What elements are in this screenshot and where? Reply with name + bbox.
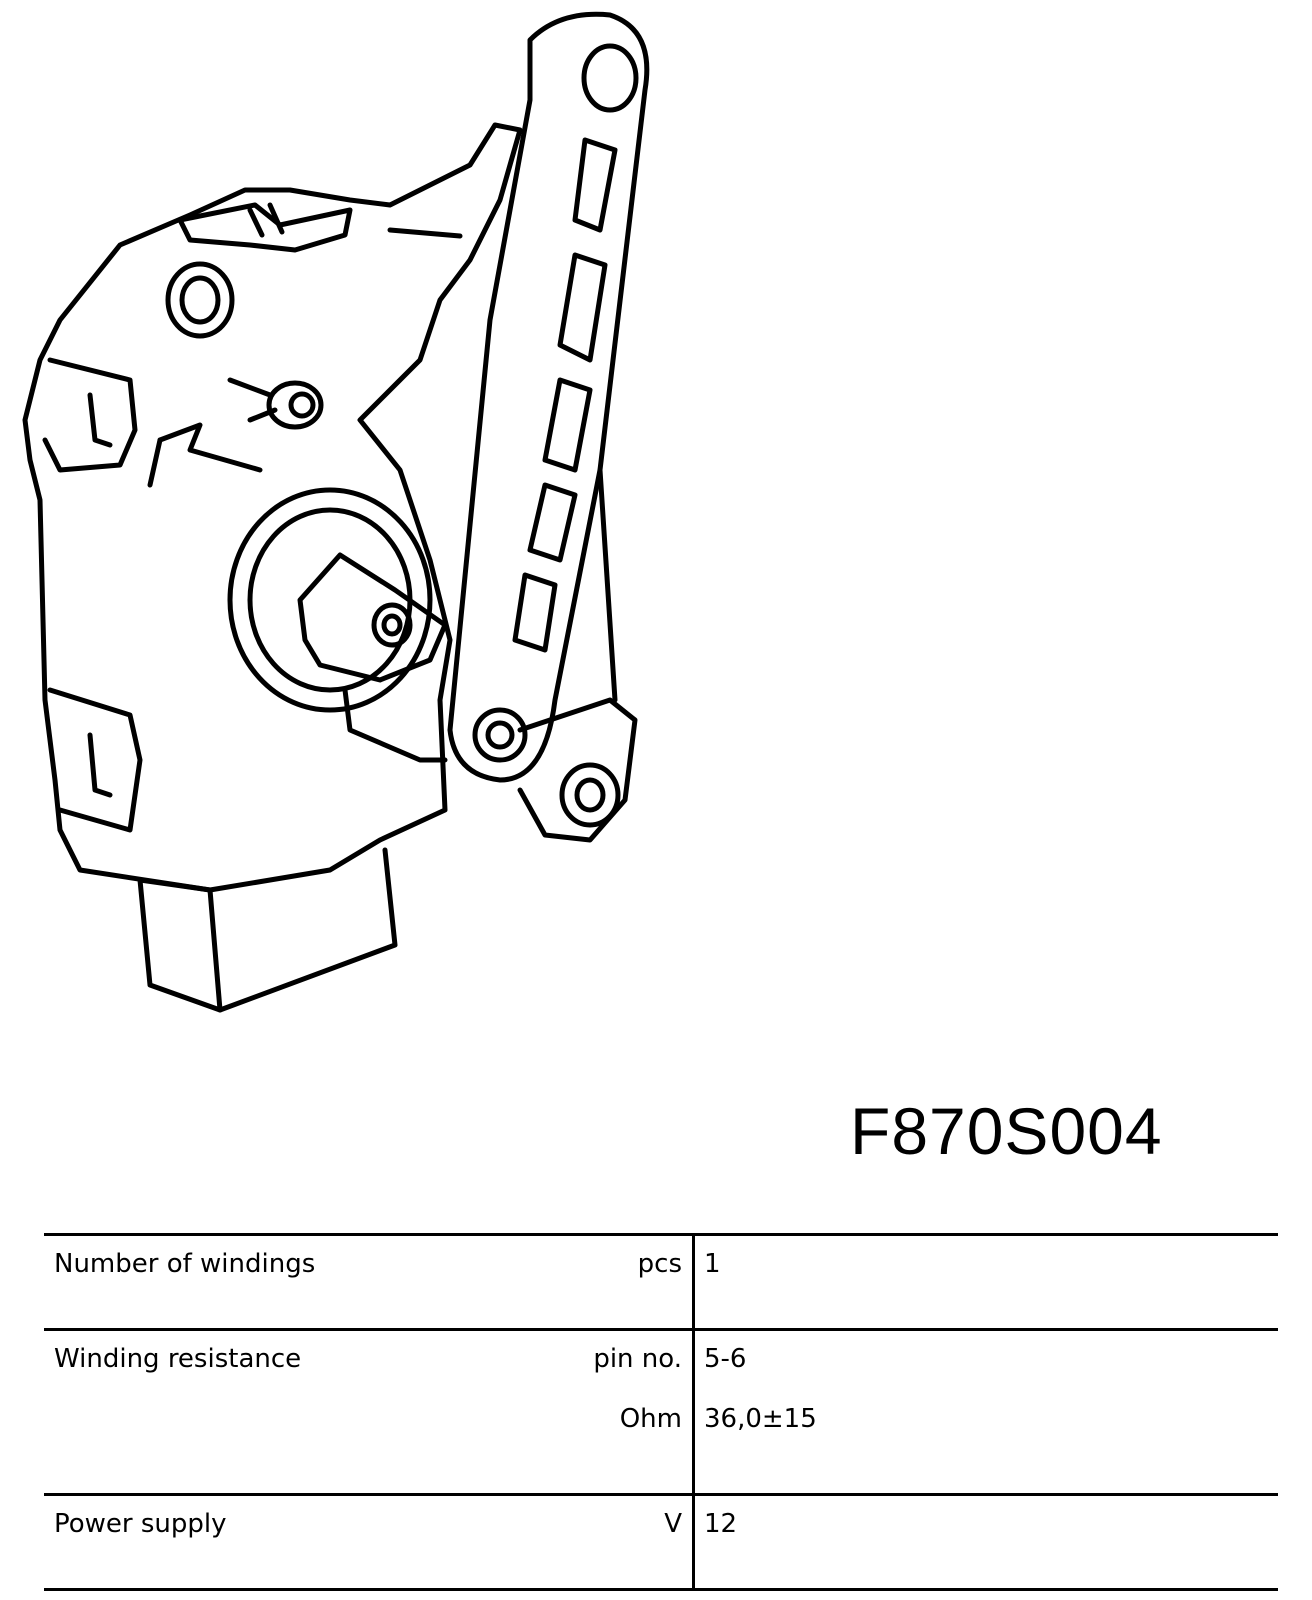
- spec-label: Power supply: [54, 1509, 227, 1539]
- spec-unit: pin no.: [593, 1344, 682, 1374]
- spec-row-winding-resistance: Winding resistance pin no. 5-6 Ohm 36,0±…: [44, 1328, 1278, 1493]
- spec-unit: V: [664, 1509, 682, 1539]
- spec-table: Number of windings pcs 1 Winding resista…: [44, 1233, 1278, 1591]
- spec-row-power-supply: Power supply V 12: [44, 1493, 1278, 1591]
- spec-value: 1: [704, 1249, 721, 1279]
- spec-unit: pcs: [637, 1249, 682, 1279]
- spec-unit: Ohm: [619, 1404, 682, 1434]
- spec-label: Number of windings: [54, 1249, 316, 1279]
- spec-row-number-of-windings: Number of windings pcs 1: [44, 1233, 1278, 1328]
- column-divider: [692, 1331, 695, 1493]
- spec-value: 36,0±15: [704, 1404, 817, 1434]
- spec-line: Power supply V 12: [44, 1496, 1278, 1548]
- spec-value: 12: [704, 1509, 738, 1539]
- column-divider: [692, 1496, 695, 1588]
- spec-line: Number of windings pcs 1: [44, 1236, 1278, 1288]
- figure-code: F870S004: [850, 1094, 1163, 1168]
- level-sensor-with-linkage-arm-icon: [22, 11, 650, 1013]
- spec-line: Winding resistance pin no. 5-6: [44, 1331, 1278, 1383]
- spec-label: Winding resistance: [54, 1344, 302, 1374]
- spec-value: 5-6: [704, 1344, 747, 1374]
- spec-line: Ohm 36,0±15: [44, 1383, 1278, 1453]
- column-divider: [692, 1236, 695, 1328]
